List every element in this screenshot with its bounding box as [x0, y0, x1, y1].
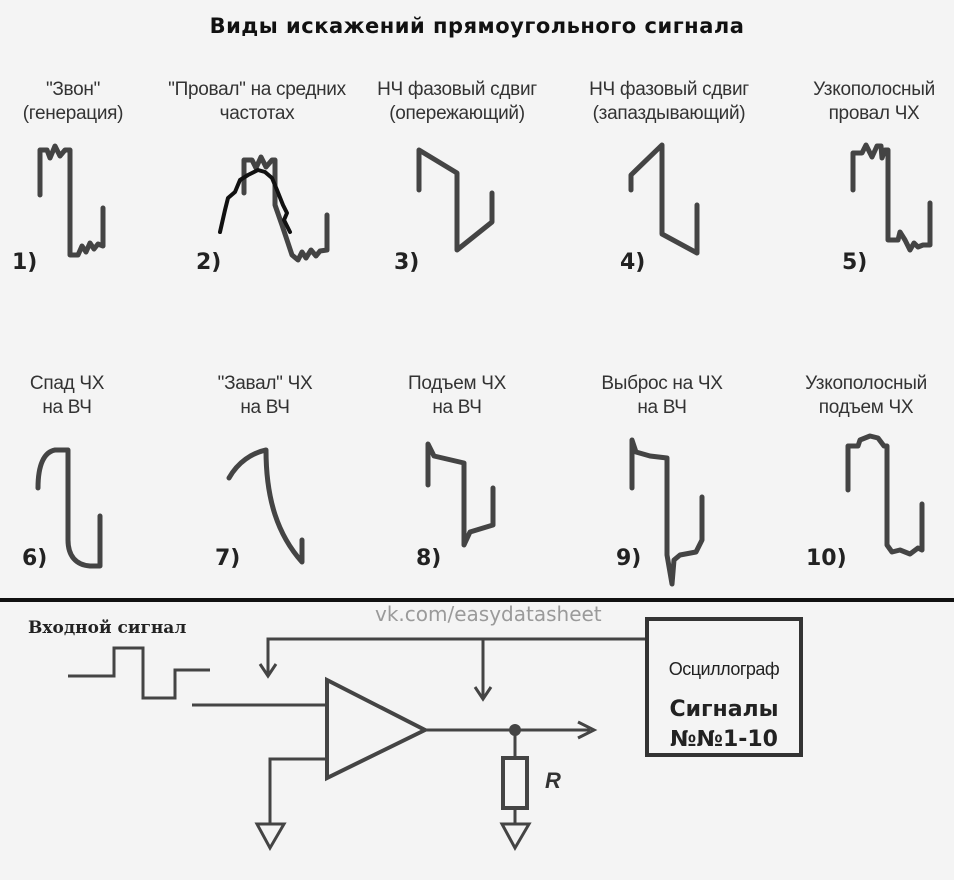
- oscilloscope-label: Осциллограф: [668, 659, 780, 679]
- waveform-9-hf-overshoot: [629, 437, 705, 587]
- probe-arrow-2: [473, 686, 493, 702]
- number-9: 9): [616, 546, 642, 571]
- ground-symbol-1: [254, 822, 287, 852]
- watermark: vk.com/easydatasheet: [375, 602, 602, 626]
- number-1: 1): [12, 250, 38, 275]
- waveform-1-ringing: [37, 143, 106, 258]
- number-2: 2): [196, 250, 222, 275]
- waveform-2-midfreq-dip: [218, 154, 330, 263]
- number-7: 7): [215, 546, 241, 571]
- output-junction: [509, 724, 521, 736]
- circuit-schematic: [68, 637, 645, 852]
- resistor-label: R: [545, 768, 561, 793]
- waveform-7-hf-droop: [226, 447, 305, 565]
- waveform-6-hf-rolloff: [35, 447, 103, 569]
- probe-arrow-1: [258, 663, 278, 679]
- waveform-8-hf-boost: [425, 441, 496, 548]
- caption-1: "Звон" (генерация): [22, 79, 124, 124]
- number-5: 5): [842, 250, 868, 275]
- waveform-10-narrowband-boost: [845, 433, 925, 557]
- input-pulse: [68, 646, 210, 700]
- number-6: 6): [22, 546, 48, 571]
- section-divider: [0, 598, 954, 602]
- amp-ground-wire: [268, 757, 327, 824]
- page-title: Виды искажений прямоугольного сигнала: [209, 14, 745, 38]
- probe-wire: [266, 637, 645, 674]
- caption-7: "Завал" ЧХ на ВЧ: [217, 373, 313, 418]
- caption-5: Узкополосный провал ЧХ: [813, 79, 935, 124]
- number-4: 4): [620, 250, 646, 275]
- waveform-5-narrowband-dip: [850, 142, 933, 253]
- number-10: 10): [806, 546, 847, 571]
- waveform-3-lf-phase-leading: [416, 147, 495, 253]
- caption-4: НЧ фазовый сдвиг (запаздывающий): [589, 79, 749, 124]
- oscilloscope-box: Осциллограф Сигналы №№1-10: [645, 617, 803, 757]
- input-signal-label: Входной сигнал: [28, 618, 187, 638]
- caption-10: Узкополосный подъем ЧХ: [805, 373, 927, 418]
- caption-2: "Провал" на средних частотах: [168, 79, 346, 124]
- number-3: 3): [394, 250, 420, 275]
- caption-8: Подъем ЧХ на ВЧ: [408, 373, 506, 418]
- number-8: 8): [416, 546, 442, 571]
- waveform-4-lf-phase-lagging: [628, 142, 700, 256]
- resistor: [501, 756, 529, 810]
- amplifier: [325, 676, 430, 782]
- caption-6: Спад ЧХ на ВЧ: [29, 373, 105, 418]
- signals-label: Сигналы №№1-10: [669, 697, 779, 752]
- caption-9: Выброс на ЧХ на ВЧ: [601, 373, 723, 418]
- output-arrow: [577, 720, 598, 740]
- ground-symbol-2: [499, 822, 532, 852]
- caption-3: НЧ фазовый сдвиг (опережающий): [377, 79, 537, 124]
